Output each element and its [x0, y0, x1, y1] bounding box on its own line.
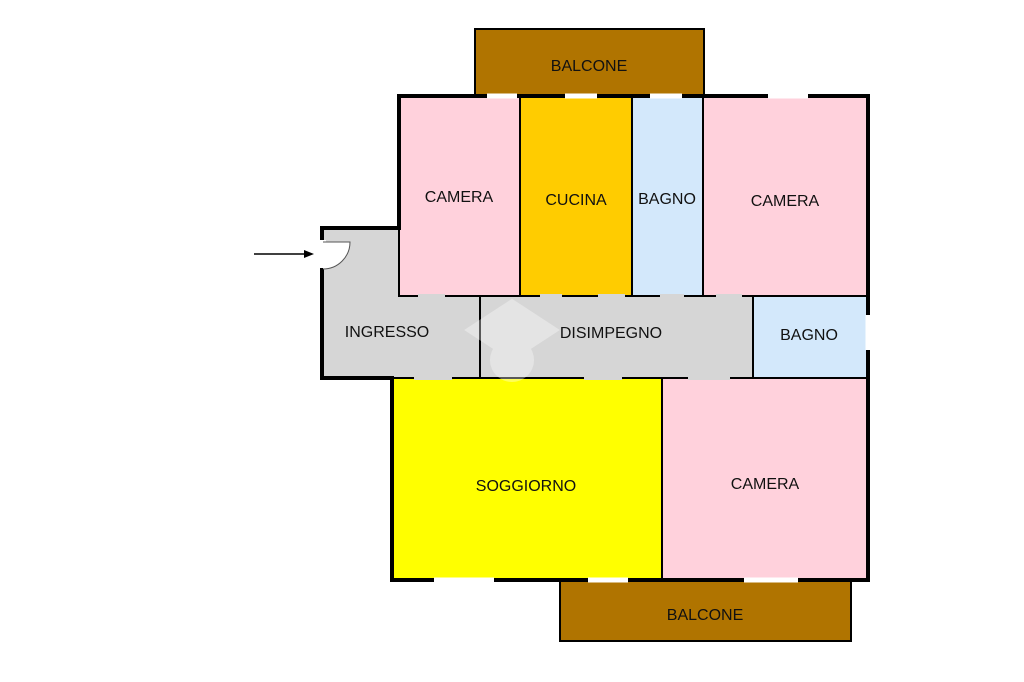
entrance-arrow-icon — [254, 250, 314, 258]
room-camera-top-right — [703, 96, 868, 296]
interior-doors — [414, 294, 742, 380]
room-cucina — [520, 96, 632, 296]
room-soggiorno — [392, 378, 662, 580]
bagno-right-label: BAGNO — [780, 327, 838, 344]
room-bagno-top — [632, 96, 703, 296]
room-camera-bottom — [662, 378, 868, 580]
balcony-top — [474, 28, 705, 97]
balcone-top-label: BALCONE — [551, 58, 627, 75]
cucina-label: CUCINA — [545, 192, 607, 209]
camera-bottom-label: CAMERA — [731, 476, 800, 493]
room-camera-top-left — [399, 96, 520, 296]
camera-top-right-label: CAMERA — [751, 193, 820, 210]
room-disimpegno — [480, 296, 753, 378]
disimpegno-label: DISIMPEGNO — [560, 325, 662, 342]
bagno-top-label: BAGNO — [638, 191, 696, 208]
soggiorno-label: SOGGIORNO — [476, 478, 576, 495]
balcony-bottom — [559, 579, 852, 642]
room-bagno-right — [753, 296, 868, 378]
balcone-bottom-label: BALCONE — [667, 607, 743, 624]
ingresso-label: INGRESSO — [345, 324, 429, 341]
walls — [320, 94, 870, 582]
logo-watermark-icon — [464, 298, 560, 382]
camera-top-left-label: CAMERA — [425, 189, 494, 206]
entrance-door — [320, 240, 351, 270]
room-ingresso — [322, 228, 480, 378]
openings — [434, 93, 871, 583]
